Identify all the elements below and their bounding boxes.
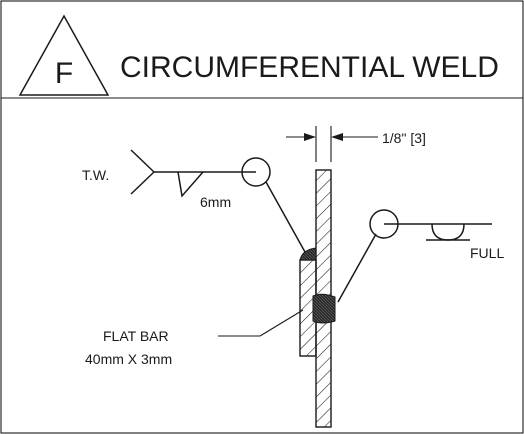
arrow-line-left [265, 181, 306, 253]
fillet-weld-symbol: T.W. 6mm [82, 149, 306, 253]
detail-title-block: F CIRCUMFERENTIAL WELD [18, 14, 499, 96]
flat-bar-size-label: 40mm X 3mm [85, 351, 172, 367]
gap-dimension-label: 1/8" [3] [382, 130, 426, 146]
flat-bar-label: FLAT BAR [103, 328, 169, 344]
groove-weld-bead [312, 293, 336, 324]
detail-title: CIRCUMFERENTIAL WELD [120, 51, 499, 84]
detail-letter: F [55, 57, 73, 90]
groove-symbol-icon [431, 223, 465, 241]
arrow-line-right [337, 233, 377, 303]
gap-dimension: 1/8" [3] [286, 126, 426, 162]
flat-bar-callout: FLAT BAR 40mm X 3mm [85, 309, 304, 367]
tail-lower [130, 171, 155, 195]
groove-weld-symbol: FULL [337, 209, 504, 303]
detail-triangle-icon [18, 14, 110, 96]
tail-upper [130, 149, 155, 173]
fillet-size-label: 6mm [200, 194, 231, 210]
weld-all-around-circle-icon [241, 157, 271, 187]
groove-full-label: FULL [470, 245, 504, 261]
fillet-weld-bead [299, 247, 317, 261]
fillet-symbol-icon [177, 171, 204, 198]
tail-note: T.W. [82, 167, 109, 183]
flat-bar-leader [259, 309, 304, 337]
